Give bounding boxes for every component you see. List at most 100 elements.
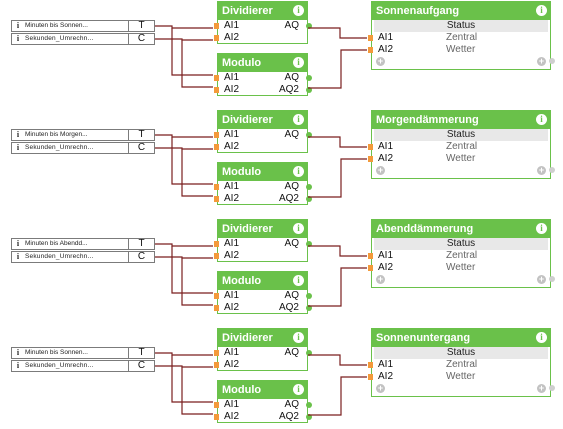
output-port[interactable]	[306, 241, 312, 247]
output-port[interactable]	[306, 305, 312, 311]
input-port[interactable]	[214, 87, 219, 93]
plus-icon[interactable]: +	[537, 56, 546, 66]
output-port[interactable]	[549, 58, 555, 64]
output-port[interactable]	[306, 402, 312, 408]
info-icon[interactable]: i	[293, 114, 304, 125]
output-port[interactable]	[306, 350, 312, 356]
info-icon[interactable]: i	[16, 21, 20, 30]
info-icon[interactable]: i	[16, 348, 20, 357]
info-icon[interactable]: i	[16, 361, 20, 370]
info-icon[interactable]: i	[16, 34, 20, 43]
wetter-label: Wetter	[446, 153, 476, 164]
plus-icon[interactable]: +	[537, 274, 546, 284]
output-port[interactable]	[306, 414, 312, 420]
info-icon[interactable]: i	[16, 239, 20, 248]
info-icon[interactable]: i	[293, 57, 304, 68]
port-label: AI1	[224, 238, 240, 249]
input-port[interactable]	[214, 241, 219, 247]
port-label: AI1	[378, 141, 394, 152]
input-port[interactable]	[368, 253, 373, 259]
plus-icon[interactable]: +	[376, 165, 385, 175]
info-icon[interactable]: i	[293, 5, 304, 16]
port-label: AI2	[378, 44, 394, 55]
port-label: AQ	[284, 238, 299, 249]
output-port[interactable]	[306, 184, 312, 190]
output-port[interactable]	[306, 293, 312, 299]
info-icon[interactable]: i	[293, 275, 304, 286]
info-icon[interactable]: i	[536, 114, 547, 125]
info-icon[interactable]: i	[536, 5, 547, 16]
plus-icon[interactable]: +	[376, 383, 385, 393]
plus-icon[interactable]: +	[537, 165, 546, 175]
plus-icon[interactable]: +	[376, 56, 385, 66]
info-icon[interactable]: i	[536, 223, 547, 234]
input-port[interactable]	[214, 402, 219, 408]
input-port[interactable]	[214, 144, 219, 150]
input-port[interactable]	[368, 362, 373, 368]
input-port[interactable]	[368, 265, 373, 271]
input-port[interactable]	[214, 75, 219, 81]
output-port[interactable]	[306, 23, 312, 29]
port-label: AI1	[378, 32, 394, 43]
output-port[interactable]	[306, 132, 312, 138]
output-port[interactable]	[306, 196, 312, 202]
info-icon[interactable]: i	[293, 384, 304, 395]
input-port[interactable]	[214, 362, 219, 368]
input-port[interactable]	[368, 35, 373, 41]
input-port[interactable]	[214, 196, 219, 202]
info-icon[interactable]: i	[16, 252, 20, 261]
info-icon[interactable]: i	[536, 332, 547, 343]
output-port[interactable]	[549, 385, 555, 391]
plus-icon[interactable]: +	[376, 274, 385, 284]
input-port[interactable]	[214, 23, 219, 29]
info-icon[interactable]: i	[293, 223, 304, 234]
info-icon[interactable]: i	[293, 332, 304, 343]
input-port[interactable]	[214, 35, 219, 41]
input-ref-name: Minuten bis Abendd...	[25, 239, 129, 249]
input-port[interactable]	[368, 156, 373, 162]
input-port[interactable]	[214, 253, 219, 259]
status-label: Status	[374, 129, 548, 141]
output-port[interactable]	[549, 167, 555, 173]
output-port[interactable]	[549, 276, 555, 282]
input-port[interactable]	[214, 132, 219, 138]
input-port[interactable]	[368, 374, 373, 380]
info-icon[interactable]: i	[16, 130, 20, 139]
input-port[interactable]	[368, 144, 373, 150]
output-port[interactable]	[306, 75, 312, 81]
input-port[interactable]	[214, 414, 219, 420]
plus-icon[interactable]: +	[537, 383, 546, 393]
input-port[interactable]	[214, 350, 219, 356]
input-port[interactable]	[214, 293, 219, 299]
input-port[interactable]	[214, 184, 219, 190]
input-port[interactable]	[368, 47, 373, 53]
info-icon[interactable]: i	[293, 166, 304, 177]
wetter-label: Wetter	[446, 262, 476, 273]
output-port[interactable]	[306, 87, 312, 93]
port-label: AI2	[224, 359, 240, 370]
input-port[interactable]	[214, 305, 219, 311]
info-icon[interactable]: i	[16, 143, 20, 152]
